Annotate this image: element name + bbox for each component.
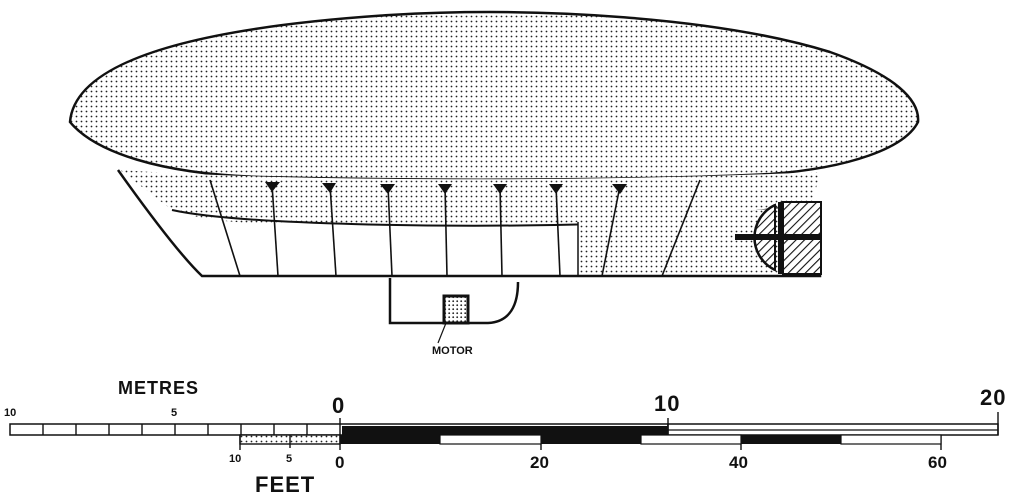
motor-housing: MOTOR — [388, 278, 520, 357]
scale-bars: METRES 10 5 0 10 20 10 5 0 20 40 60 FEET — [4, 378, 1006, 497]
metres-tick-0: 0 — [332, 393, 345, 418]
feet-tick-60: 60 — [928, 453, 947, 472]
feet-tick-10: 10 — [229, 453, 241, 465]
metres-tick-20: 20 — [980, 385, 1006, 410]
metres-scale-bar — [9, 412, 999, 436]
feet-tick-5: 5 — [286, 453, 292, 465]
feet-tick-20: 20 — [530, 453, 549, 472]
feet-tick-0: 0 — [335, 453, 344, 472]
feet-scale-bar — [239, 434, 942, 450]
metres-label: METRES — [118, 378, 199, 398]
airship-envelope — [68, 10, 920, 181]
feet-label: FEET — [255, 472, 315, 497]
feet-tick-40: 40 — [729, 453, 748, 472]
airship-car — [116, 169, 822, 278]
metres-tick-5: 5 — [171, 407, 177, 419]
motor-block — [442, 294, 470, 325]
propeller — [735, 201, 822, 275]
motor-label: MOTOR — [432, 345, 473, 357]
metres-tick-10: 10 — [654, 391, 680, 416]
metres-tick-10-left: 10 — [4, 407, 16, 419]
